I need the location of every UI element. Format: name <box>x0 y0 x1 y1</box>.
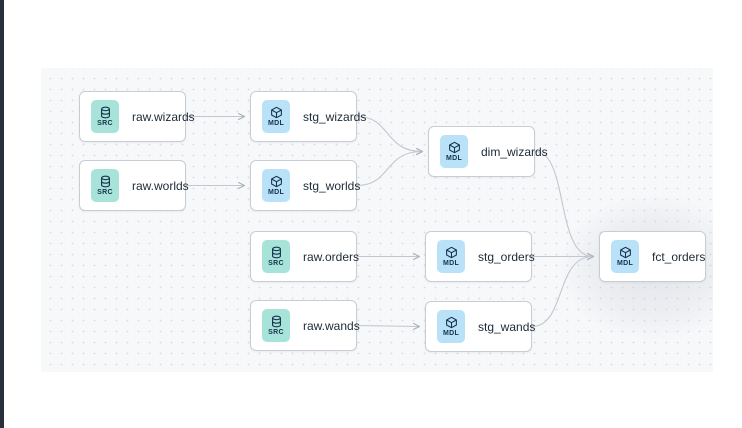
badge-type-label: MDL <box>442 330 460 337</box>
edge-dim_wizards-to-fct_orders <box>534 150 593 257</box>
node-stg_wands[interactable]: MDL stg_wands <box>425 301 536 352</box>
cube-icon <box>445 316 458 329</box>
badge-type-label: MDL <box>267 120 285 127</box>
src-badge: SRC <box>91 100 119 133</box>
node-label: raw.worlds <box>132 178 189 193</box>
node-label: dim_wizards <box>481 144 548 159</box>
node-dim_wizards[interactable]: MDL dim_wizards <box>428 126 548 177</box>
node-raw.orders[interactable]: SRC raw.orders <box>250 231 360 282</box>
node-stg_orders[interactable]: MDL stg_orders <box>425 231 535 282</box>
node-stg_worlds[interactable]: MDL stg_worlds <box>250 160 361 211</box>
mdl-badge: MDL <box>611 240 639 273</box>
badge-type-label: SRC <box>97 120 113 127</box>
badge-type-label: SRC <box>97 189 113 196</box>
mdl-badge: MDL <box>437 310 465 343</box>
database-icon <box>270 315 283 328</box>
node-raw.wizards[interactable]: SRC raw.wizards <box>79 91 195 142</box>
badge-type-label: SRC <box>268 329 284 336</box>
mdl-badge: MDL <box>437 240 465 273</box>
database-icon <box>99 106 112 119</box>
edge-stg_worlds-to-dim_wizards <box>356 152 422 187</box>
cube-icon <box>270 106 283 119</box>
badge-type-label: SRC <box>268 260 284 267</box>
badge-type-label: MDL <box>445 155 463 162</box>
node-label: stg_wands <box>478 319 536 334</box>
database-icon <box>99 175 112 188</box>
node-label: fct_orders <box>652 249 706 264</box>
cube-icon <box>445 246 458 259</box>
database-icon <box>270 246 283 259</box>
edge-raw.wands-to-stg_wands <box>356 326 419 327</box>
cube-icon <box>619 246 632 259</box>
badge-type-label: MDL <box>267 189 285 196</box>
mdl-badge: MDL <box>262 169 290 202</box>
node-fct_orders[interactable]: MDL fct_orders <box>599 231 706 282</box>
src-badge: SRC <box>91 169 119 202</box>
window-left-border <box>0 0 4 428</box>
edge-stg_wands-to-fct_orders <box>531 257 593 328</box>
src-badge: SRC <box>262 240 290 273</box>
node-label: stg_orders <box>478 249 535 264</box>
node-label: stg_wizards <box>303 109 367 124</box>
cube-icon <box>448 141 461 154</box>
node-label: raw.wands <box>303 318 360 333</box>
node-raw.worlds[interactable]: SRC raw.worlds <box>79 160 189 211</box>
cube-icon <box>270 175 283 188</box>
edge-stg_wizards-to-dim_wizards <box>356 115 422 152</box>
mdl-badge: MDL <box>440 135 468 168</box>
node-label: stg_worlds <box>303 178 361 193</box>
badge-type-label: MDL <box>616 260 634 267</box>
node-raw.wands[interactable]: SRC raw.wands <box>250 300 360 351</box>
mdl-badge: MDL <box>262 100 290 133</box>
node-stg_wizards[interactable]: MDL stg_wizards <box>250 91 366 142</box>
src-badge: SRC <box>262 309 290 342</box>
node-label: raw.wizards <box>132 109 195 124</box>
badge-type-label: MDL <box>442 260 460 267</box>
node-label: raw.orders <box>303 249 360 264</box>
